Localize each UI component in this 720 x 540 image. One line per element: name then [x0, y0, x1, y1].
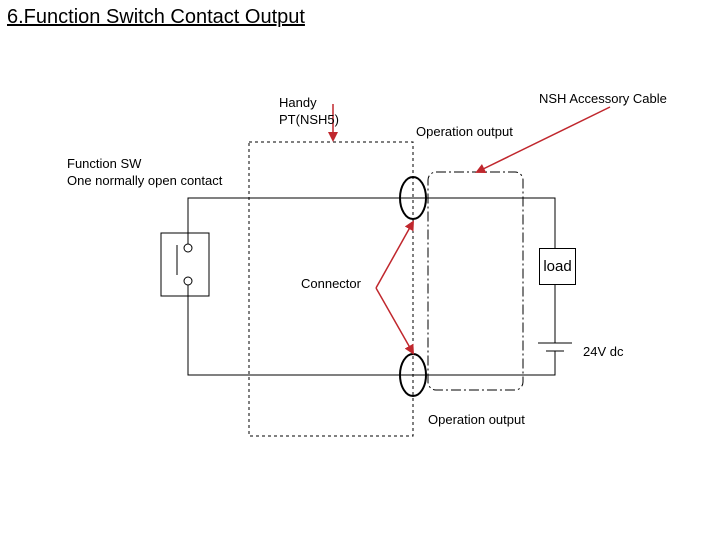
operation-output-bottom-label: Operation output — [428, 412, 525, 427]
function-sw-label-line1: Function SW — [67, 156, 142, 171]
voltage-label: 24V dc — [583, 344, 624, 359]
nsh-accessory-cable-label: NSH Accessory Cable — [539, 91, 667, 106]
handy-pt-label-line2: PT(NSH5) — [279, 112, 339, 127]
switch-contact-top — [183, 243, 193, 253]
connector-ellipse-top — [399, 176, 427, 220]
top-wire — [187, 197, 556, 248]
operation-output-top-label: Operation output — [416, 124, 513, 139]
bottom-wire — [187, 285, 556, 376]
nsh-cable-pointer-arrow — [475, 106, 611, 173]
handy-pt-enclosure — [248, 141, 414, 437]
function-switch-box — [160, 232, 210, 297]
function-sw-label-line2: One normally open contact — [67, 173, 223, 188]
load-box: load — [539, 248, 576, 285]
switch-contact-bottom — [183, 276, 193, 286]
handy-pt-label: Handy PT(NSH5) — [279, 94, 339, 128]
handy-pt-label-line1: Handy — [279, 95, 317, 110]
cable-enclosure — [427, 171, 524, 391]
connector-arrow-bottom — [375, 287, 414, 355]
function-sw-label: Function SW One normally open contact — [67, 155, 222, 189]
connector-arrow-top — [375, 220, 414, 289]
connector-label: Connector — [301, 276, 361, 291]
slide-title: 6.Function Switch Contact Output — [7, 6, 305, 28]
